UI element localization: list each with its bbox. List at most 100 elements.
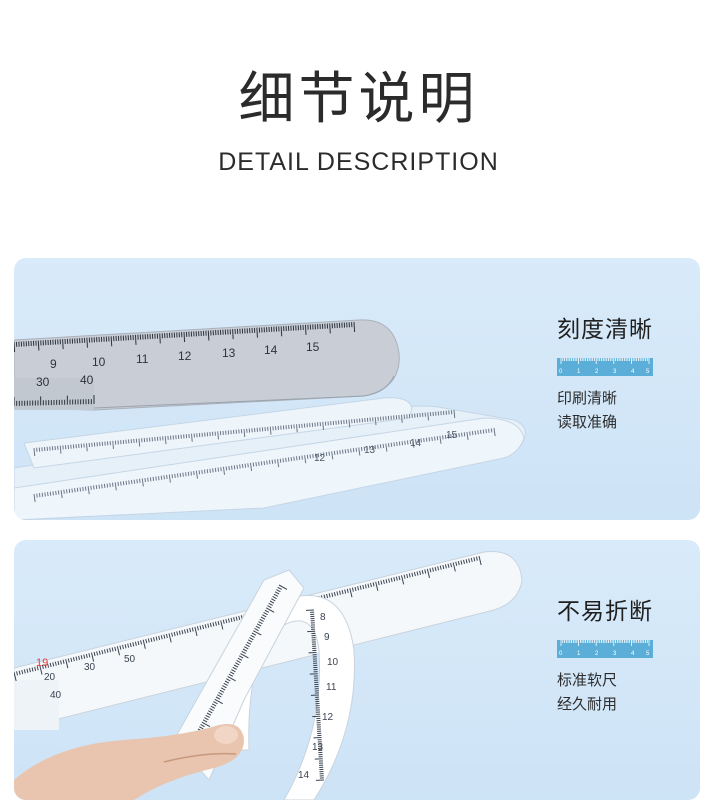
tick-mark <box>144 478 146 483</box>
tick-mark <box>436 436 439 441</box>
tick-mark <box>317 453 320 458</box>
tick-mark <box>364 584 367 589</box>
straight-ruler-ticks <box>14 555 482 682</box>
tick-mark <box>33 447 36 457</box>
tick-mark <box>344 449 347 454</box>
tick-mark <box>44 664 47 669</box>
tick-mark <box>254 627 259 632</box>
mini-label-5: 5 <box>646 369 650 375</box>
tick-mark <box>260 461 263 466</box>
tick-mark <box>223 682 228 686</box>
tick-mark <box>323 452 325 457</box>
tick-mark <box>406 573 409 579</box>
tick-mark <box>87 486 90 495</box>
tick-mark <box>362 584 365 590</box>
tick-mark <box>352 448 355 453</box>
tick-mark <box>251 632 257 636</box>
tick-mark <box>109 483 111 488</box>
tick-mark <box>312 453 314 459</box>
tick-mark <box>253 630 262 636</box>
tick-mark <box>86 337 88 348</box>
tick-mark <box>298 455 301 461</box>
tick-mark <box>461 432 463 437</box>
tick-mark <box>235 616 238 621</box>
tick-mark <box>62 659 65 664</box>
tick-mark <box>388 578 391 583</box>
tick-mark <box>233 465 236 470</box>
tick-mark <box>189 628 192 633</box>
tick-mark <box>122 644 124 650</box>
tick-mark <box>273 593 279 597</box>
tick-mark <box>82 486 84 492</box>
tick-mark <box>314 453 317 458</box>
tick-mark <box>202 624 205 630</box>
tick-mark <box>173 631 176 637</box>
tick-mark <box>249 637 254 641</box>
ruler-photo-durable: 20 30 40 50 19 8 9 10 11 12 13 14 <box>14 551 523 800</box>
tick-mark <box>453 409 456 419</box>
feature-panel-durable: 20 30 40 50 19 8 9 10 11 12 13 14 不易折断 <box>14 540 700 800</box>
feature-text-durable: 不易折断 0 1 2 3 4 5 标准软尺 经久耐用 <box>557 592 687 716</box>
tick-mark <box>139 478 141 483</box>
tick-mark <box>421 570 424 575</box>
tick-mark <box>210 705 216 709</box>
tick-mark <box>85 653 88 659</box>
tick-mark <box>341 449 344 454</box>
tick-mark <box>452 562 456 572</box>
tick-mark <box>204 624 207 629</box>
tick-mark <box>160 475 163 480</box>
tick-mark <box>385 579 388 584</box>
tick-mark <box>444 434 447 440</box>
tick-mark <box>207 623 210 628</box>
tick-mark <box>401 414 403 423</box>
tick-mark <box>374 417 377 426</box>
feature-panel-clear-scale: 12 13 14 15 9 10 11 12 13 14 15 30 40 刻度… <box>14 258 700 520</box>
tick-mark <box>267 605 272 609</box>
tick-mark <box>49 491 52 496</box>
tick-mark <box>117 481 119 487</box>
red-mark: 19 <box>36 657 48 669</box>
feature-desc-line-2: 读取准确 <box>557 413 618 431</box>
tick-mark <box>228 465 230 471</box>
tick-mark <box>262 614 267 618</box>
tick-mark <box>393 577 396 582</box>
tick-mark <box>242 648 248 652</box>
tick-mark <box>493 427 496 437</box>
tick-mark <box>230 617 233 622</box>
tick-mark <box>179 472 182 478</box>
tick-mark <box>206 469 209 474</box>
tick-mark <box>215 621 217 626</box>
tick-mark <box>205 714 210 718</box>
tick-mark <box>227 675 236 682</box>
tick-mark <box>55 490 57 495</box>
tick-mark <box>202 719 208 723</box>
bent-label-13: 13 <box>312 742 324 753</box>
tick-mark <box>246 641 252 645</box>
tick-mark <box>182 472 184 477</box>
tick-mark <box>339 450 341 455</box>
tick-mark <box>387 443 390 448</box>
tick-mark <box>186 628 189 633</box>
curve-label-30: 30 <box>84 662 96 673</box>
tick-mark <box>209 707 214 712</box>
tick-mark <box>59 445 62 454</box>
tick-mark <box>382 579 385 584</box>
tick-mark <box>377 581 380 586</box>
tick-mark <box>395 576 398 581</box>
tick-mark <box>452 433 455 438</box>
mini-label-1: 1 <box>577 369 581 375</box>
tick-mark <box>256 623 262 627</box>
bent-label-8: 8 <box>320 612 326 623</box>
tick-mark <box>54 661 57 666</box>
curve-label-40: 40 <box>50 690 62 701</box>
tick-mark <box>79 487 82 492</box>
tick-mark <box>98 484 100 489</box>
tick-mark <box>280 326 283 337</box>
tick-mark <box>83 654 86 659</box>
tick-mark <box>263 460 266 466</box>
tick-mark <box>137 640 140 646</box>
tick-mark <box>165 633 168 639</box>
tick-mark <box>429 568 432 573</box>
tick-mark <box>490 428 493 433</box>
tick-mark <box>385 443 388 452</box>
